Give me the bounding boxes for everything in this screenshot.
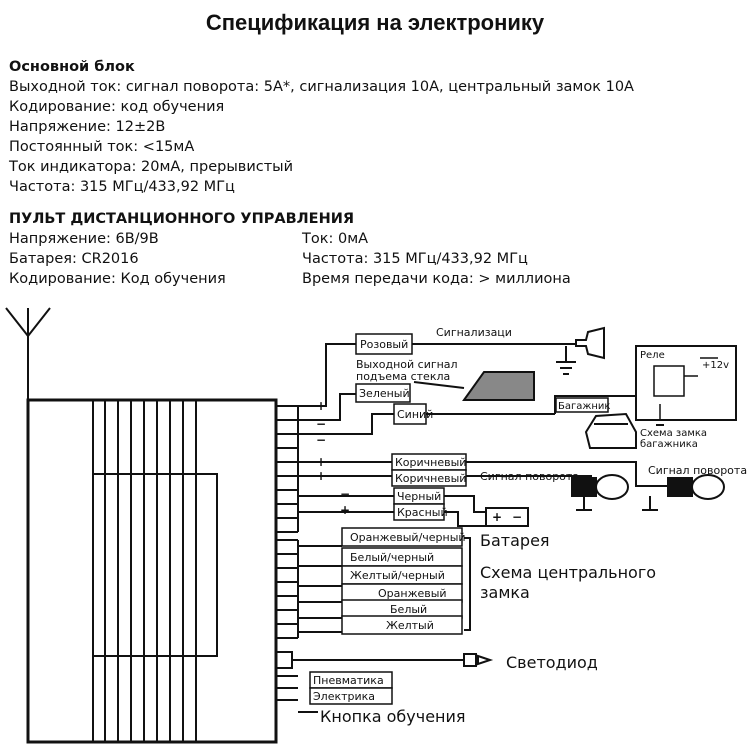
lock-scheme-label-line: Схема центрального <box>480 563 656 582</box>
main-unit-heading: Основной блок <box>9 59 135 75</box>
wire-label-pink: Розовый <box>360 338 408 351</box>
wire-label-blue: Синий <box>397 408 433 421</box>
lock-wire-label: Желтый <box>386 619 434 632</box>
plus-sign: + <box>316 399 326 413</box>
plus-sign: + <box>316 469 326 483</box>
main-unit-line: Кодирование: код обучения <box>9 99 225 115</box>
remote-spec: Ток: 0мА <box>302 231 369 247</box>
siren-label: Сигнализаци <box>436 326 512 339</box>
turn-signal-label: Сигнал поворота <box>648 464 747 477</box>
wire-label-red: Красный <box>397 506 448 519</box>
lock-connector <box>276 539 299 639</box>
trunk-scheme-label-line: багажника <box>640 439 698 450</box>
learn-button-label: Кнопка обучения <box>320 707 466 726</box>
remote-spec: Напряжение: 6В/9В <box>9 231 159 247</box>
relay-box <box>635 345 737 421</box>
pneumatic-connector <box>276 675 298 701</box>
connector-label-electric: Электрика <box>313 690 375 703</box>
plus12-label: +12v <box>702 360 729 371</box>
minus-sign: − <box>316 433 326 447</box>
output-connector <box>276 405 299 533</box>
lock-scheme-label-line: замка <box>480 583 530 602</box>
plus-sign: + <box>340 503 350 517</box>
led-label: Светодиод <box>506 653 598 672</box>
wire-green-run <box>298 393 356 421</box>
wire-blue-run <box>298 413 394 435</box>
turn-signal-label: Сигнал поворота <box>480 470 579 483</box>
minus-sign: − <box>316 417 326 431</box>
wire-label-black: Черный <box>397 490 441 503</box>
battery-plus: + <box>492 510 502 524</box>
lock-bracket <box>464 537 471 631</box>
car-trunk-icon <box>584 412 637 449</box>
connector-label-pneumatic: Пневматика <box>313 674 384 687</box>
remote-spec: Батарея: CR2016 <box>9 251 139 267</box>
minus-sign: − <box>340 487 350 501</box>
main-unit-line: Постоянный ток: <15мА <box>9 139 195 155</box>
led-connector <box>276 651 293 669</box>
led-icon <box>292 653 494 667</box>
relay-label: Реле <box>640 350 665 361</box>
plus-sign: + <box>316 455 326 469</box>
main-unit-line: Напряжение: 12±2В <box>9 119 166 135</box>
turn-signal-right-icon <box>667 477 693 497</box>
trunk-scheme-label-line: Схема замка <box>640 428 707 439</box>
main-unit-line: Выходной ток: сигнал поворота: 5A*, сигн… <box>9 79 634 95</box>
battery-icon <box>485 507 529 527</box>
main-unit <box>26 398 278 744</box>
lock-wire-label: Белый/черный <box>350 551 434 564</box>
main-unit-line: Частота: 315 МГц/433,92 МГц <box>9 179 235 195</box>
siren-icon <box>575 326 605 360</box>
battery-minus: − <box>512 510 522 524</box>
remote-spec: Частота: 315 МГц/433,92 МГц <box>302 251 528 267</box>
wire-label-brown: Коричневый <box>395 472 466 485</box>
page-title: Спецификация на электронику <box>205 10 545 35</box>
window-glass-icon <box>462 371 535 401</box>
remote-spec: Кодирование: Код обучения <box>9 271 226 287</box>
lock-wire-label: Оранжевый/черный <box>350 531 466 544</box>
window-label-line: подъема стекла <box>356 370 450 383</box>
battery-label: Батарея <box>480 531 550 550</box>
remote-spec: Время передачи кода: > миллиона <box>302 271 571 287</box>
wire-label-green: Зеленый <box>359 387 410 400</box>
lock-wire-label: Желтый/черный <box>350 569 445 582</box>
main-unit-line: Ток индикатора: 20мА, прерывистый <box>9 159 294 175</box>
remote-heading: ПУЛЬТ ДИСТАНЦИОННОГО УПРАВЛЕНИЯ <box>9 211 355 227</box>
lock-wire-label: Оранжевый <box>378 587 447 600</box>
lock-wire-label: Белый <box>390 603 427 616</box>
trunk-label: Багажник <box>558 401 610 412</box>
wire-pink-run <box>298 343 356 407</box>
window-label-line: Выходной сигнал <box>356 358 458 371</box>
wire-label-brown: Коричневый <box>395 456 466 469</box>
